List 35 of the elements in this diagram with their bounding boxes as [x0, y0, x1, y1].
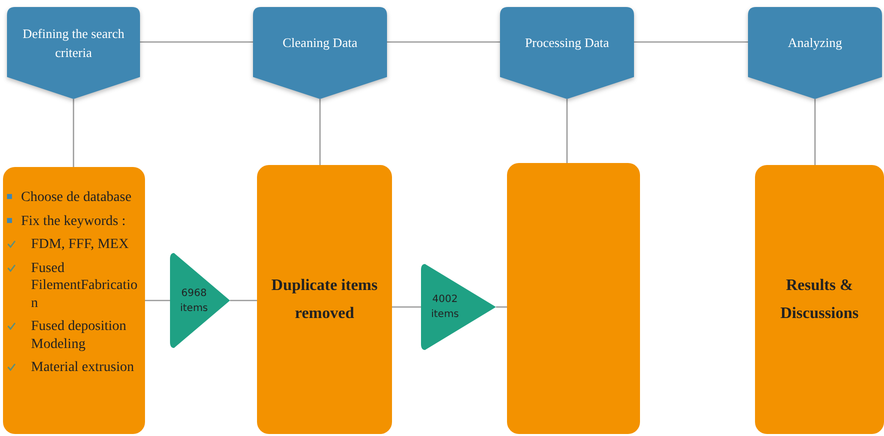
node-label: Results & Discussions [779, 276, 860, 324]
connector-line [566, 99, 568, 163]
connector-line [140, 41, 253, 43]
connector-line [319, 99, 321, 165]
connector-line [230, 300, 257, 302]
connector-line [814, 99, 816, 165]
node-label: Processing Data [524, 34, 610, 52]
node-label: Defining the search criteria [22, 24, 126, 62]
count-triangle [170, 253, 230, 348]
list-text: Material extrusion [31, 360, 134, 375]
connector-line [496, 306, 507, 308]
node-label: Analyzing [786, 34, 844, 52]
step-box [257, 165, 392, 434]
connector-line [145, 300, 170, 302]
step-box [755, 165, 884, 434]
list-text: Fused FilementFabrication [31, 260, 138, 310]
process-pentagon [500, 7, 634, 99]
connector-line [72, 99, 74, 167]
list-text: Fused deposition Modeling [31, 319, 126, 352]
step-box [3, 167, 145, 434]
process-pentagon [253, 7, 387, 99]
process-pentagon [7, 7, 140, 99]
item-count: 4002 items [430, 293, 460, 322]
item-count: 6968 items [179, 286, 209, 316]
step-box [507, 163, 640, 434]
count-triangle [421, 264, 496, 350]
connector-line [392, 306, 421, 308]
list-text: Fix the keywords : [21, 214, 126, 228]
list-text: FDM, FFF, MEX [31, 237, 129, 252]
list-text: Choose de database [21, 190, 132, 205]
connector-line [387, 41, 500, 43]
node-label: Cleaning Data [282, 34, 358, 52]
connector-line [634, 41, 748, 43]
process-pentagon [748, 7, 882, 99]
node-label: Duplicate items removed [270, 276, 379, 324]
